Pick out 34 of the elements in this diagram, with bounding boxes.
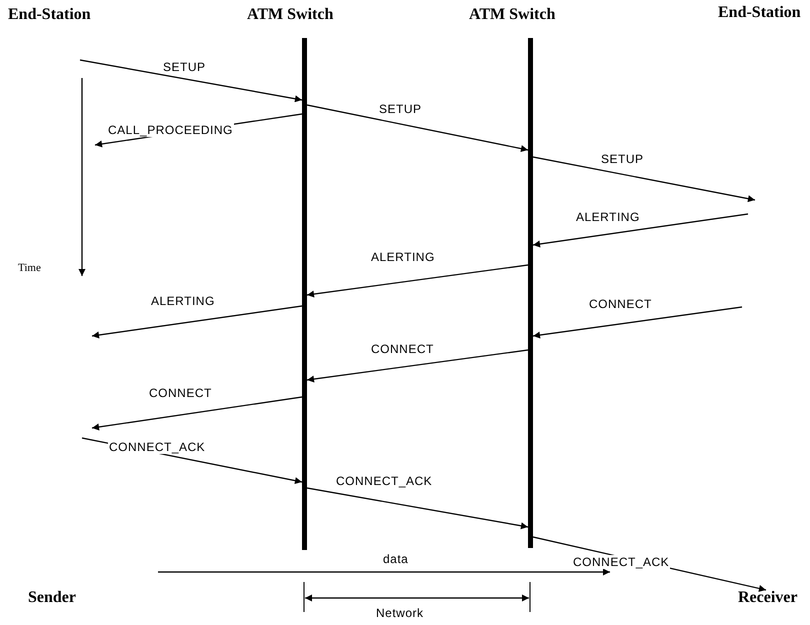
participant-label: ATM Switch (469, 6, 556, 24)
message-arrow (92, 305, 302, 338)
participant-label: End-Station (8, 6, 91, 24)
arrow-label: data (382, 552, 410, 566)
edge-label: CONNECT_ACK (335, 474, 434, 488)
message-arrow (92, 396, 302, 430)
message-arrow (306, 264, 528, 298)
dimension-label: Network (375, 606, 425, 620)
edge-label: SETUP (162, 60, 207, 74)
edge-label: CONNECT (370, 342, 435, 356)
edge-label: ALERTING (370, 250, 436, 264)
message-arrow (532, 156, 756, 202)
message-arrow (532, 306, 742, 338)
participant-label: ATM Switch (247, 6, 334, 24)
edge-label: SETUP (378, 102, 423, 116)
edge-label: ALERTING (575, 210, 641, 224)
message-arrow (306, 104, 528, 152)
edge-label: ALERTING (150, 294, 216, 308)
edge-label: CALL_PROCEEDING (107, 123, 234, 137)
message-arrow (306, 349, 528, 383)
message-arrow (532, 213, 748, 248)
axis-label: Time (18, 262, 41, 274)
edge-label: CONNECT (148, 386, 213, 400)
edge-label: CONNECT_ACK (108, 440, 206, 454)
edge-label: SETUP (600, 152, 645, 166)
role-label: Sender (28, 589, 76, 607)
message-arrow (80, 59, 302, 102)
lifeline (528, 38, 533, 548)
message-arrow (306, 487, 528, 530)
participant-label: End-Station (718, 4, 801, 22)
role-label: Receiver (738, 589, 798, 607)
edge-label: CONNECT (588, 297, 653, 311)
lifeline (302, 38, 307, 550)
edge-label: CONNECT_ACK (572, 555, 670, 569)
